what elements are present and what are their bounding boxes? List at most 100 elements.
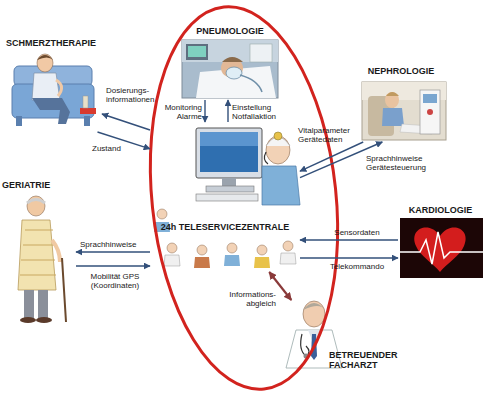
service-center-node: 24h TELESERVICEZENTRALE — [150, 122, 300, 272]
pneumology-photo-part — [240, 75, 262, 92]
flow-label: Zustand — [92, 144, 137, 153]
department-node: PNEUMOLOGIE — [175, 26, 285, 100]
pneumology-photo-part — [226, 67, 242, 79]
staff-figures-row-part — [157, 209, 167, 219]
flow-label: Einstellung Notfallaktion — [232, 103, 292, 121]
teleservice-computer-illustration-part — [196, 128, 262, 178]
staff-figures-row-part — [254, 257, 270, 268]
staff-figures-row-part — [257, 245, 267, 255]
cardiology-heart-image-part — [414, 227, 465, 272]
flow-arrow — [227, 100, 228, 122]
node-heading: 24h TELESERVICEZENTRALE — [150, 222, 300, 232]
staff-figures-row-part — [164, 255, 180, 266]
flow-label: Monitoring Alarme — [150, 103, 202, 121]
flow-arrow — [204, 100, 205, 122]
pneumology-photo-part — [186, 44, 208, 60]
nephrology-photo-part — [386, 92, 399, 96]
nephrology-photo-part — [385, 92, 399, 108]
nephrology-photo-part — [420, 90, 440, 134]
pneumology-photo-part — [222, 57, 243, 62]
flow-label: Informations- abgleich — [216, 290, 276, 308]
pneumology-photo — [182, 40, 278, 98]
pain-patient-illustration-part — [16, 116, 22, 126]
flow-label: Sensordaten — [318, 228, 396, 237]
teleservice-computer-illustration-part — [206, 186, 254, 192]
geriatric-patient-illustration-part — [62, 258, 66, 322]
pain-patient-illustration-part — [37, 55, 53, 60]
pneumology-photo-part — [196, 66, 276, 98]
department-node: KARDIOLOGIE — [398, 205, 483, 279]
pain-patient-illustration-part — [32, 73, 60, 100]
teleservice-computer-illustration-part — [196, 194, 258, 201]
department-node: GERIATRIE — [2, 180, 76, 332]
geriatric-patient-illustration-part — [36, 317, 52, 323]
nephrology-photo-part — [362, 82, 446, 140]
nephrology-photo-part — [423, 94, 437, 103]
department-node: NEPHROLOGIE — [355, 66, 447, 142]
staff-figures-row-part — [224, 255, 240, 266]
teleservice-computer-illustration-part — [200, 132, 258, 146]
pain-patient-illustration-part — [84, 116, 90, 126]
node-heading: BETREUENDER FACHARZT — [329, 350, 405, 370]
nephrology-photo-part — [382, 108, 404, 126]
doctor-illustration-part — [303, 303, 325, 310]
specialist-node: BETREUENDER FACHARZT — [283, 300, 405, 375]
pneumology-photo-part — [221, 58, 243, 78]
node-heading: PNEUMOLOGIE — [175, 26, 285, 36]
geriatric-patient-illustration-part — [20, 230, 56, 275]
flow-arrow — [102, 114, 150, 130]
geriatric-patient-illustration-part — [20, 317, 36, 323]
flow-label: Sprachhinweise Gerätesteuerung — [366, 154, 441, 172]
node-heading: SCHMERZTHERAPIE — [6, 38, 102, 48]
doctor-illustration-part — [303, 301, 325, 327]
department-node: SCHMERZTHERAPIE — [6, 38, 102, 132]
teleservice-computer-illustration — [196, 128, 300, 205]
nephrology-photo-part — [427, 109, 433, 115]
staff-figures-row-part — [227, 243, 237, 253]
teleservice-computer-illustration-part — [274, 132, 282, 140]
pain-patient-illustration-part — [37, 54, 53, 72]
core-ellipse — [132, 0, 355, 399]
pneumology-photo-part — [250, 44, 272, 62]
pain-patient-illustration-part — [83, 96, 88, 108]
flow-label: Vitalparameter Gerätedaten — [298, 126, 358, 144]
doctor-illustration-part — [301, 334, 309, 356]
geriatric-patient-illustration-part — [27, 200, 45, 204]
node-heading: KARDIOLOGIE — [398, 205, 483, 215]
pneumology-photo-part — [188, 46, 206, 57]
geriatric-patient-illustration-part — [38, 290, 48, 318]
cardiology-heart-image-part — [400, 218, 483, 278]
staff-figures-row-part — [197, 245, 207, 255]
staff-figures-row-part — [283, 241, 293, 251]
geriatric-patient-illustration-part — [24, 290, 34, 318]
staff-figures-row-part — [167, 243, 177, 253]
flow-label: Dosierungs- informationen — [106, 86, 160, 104]
cardiology-heart-image-part — [400, 232, 483, 264]
flow-label: Mobilität GPS (Koordinaten) — [80, 272, 150, 290]
flow-label: Sprachhinweise — [80, 240, 150, 249]
teleservice-computer-illustration-part — [262, 166, 300, 205]
flow-label: Telekommando — [316, 262, 398, 271]
flow-arrow — [76, 251, 150, 252]
teleservice-computer-illustration-part — [264, 152, 268, 164]
node-heading: GERIATRIE — [2, 180, 76, 190]
flow-arrow — [76, 265, 150, 266]
flow-arrow — [300, 239, 398, 240]
teleservice-computer-illustration-part — [222, 178, 236, 186]
pain-patient-illustration-part — [80, 108, 96, 114]
node-heading: NEPHROLOGIE — [355, 66, 447, 76]
geriatric-patient-illustration — [18, 196, 66, 323]
teleservice-computer-illustration-part — [200, 132, 258, 172]
pain-patient-illustration-part — [56, 80, 62, 96]
staff-figures-row-part — [280, 253, 296, 264]
cardiology-heart-image — [400, 218, 483, 278]
pneumology-photo-part — [182, 40, 278, 62]
staff-figures-row — [154, 209, 296, 268]
pain-patient-illustration — [12, 54, 96, 126]
flow-arrow — [300, 142, 363, 171]
